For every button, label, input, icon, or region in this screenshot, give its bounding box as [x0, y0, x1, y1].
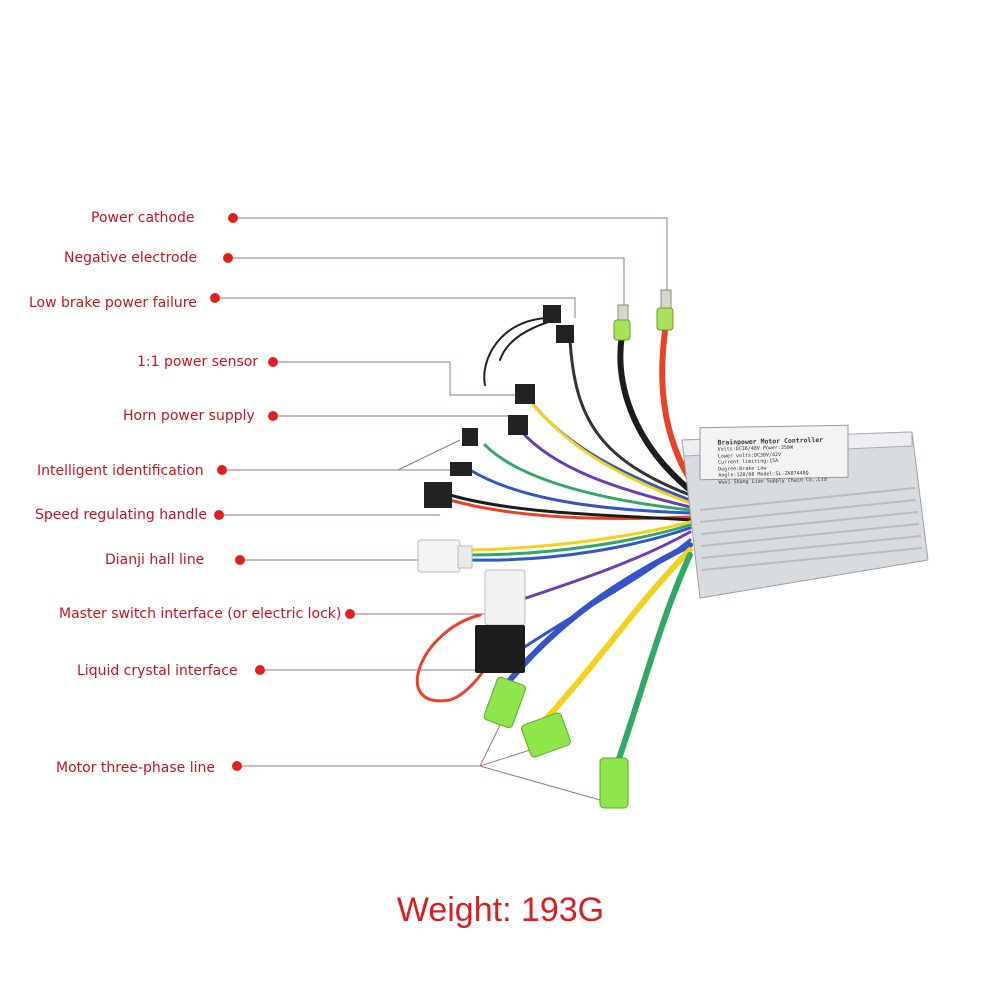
- wire-horn-purple: [518, 428, 692, 509]
- wire-black-negative: [617, 332, 693, 493]
- label-speed-regulating-handle: Speed regulating handle: [35, 507, 207, 523]
- wire-hall-blue: [468, 526, 692, 562]
- dot-lcd: [255, 665, 265, 675]
- lcd-connector: [475, 625, 525, 673]
- wire-sensor-yellow: [528, 398, 692, 505]
- wire-speed-black: [448, 493, 692, 522]
- spade-black: [617, 304, 629, 322]
- sensor-connector: [515, 384, 535, 404]
- label-dots: [210, 213, 355, 771]
- wire-bundle: [415, 307, 693, 773]
- label-master-switch-interface: Master switch interface (or electric loc…: [59, 606, 342, 622]
- dot-speed-handle: [214, 510, 224, 520]
- controller-housing: [681, 424, 929, 599]
- brake-connector-b: [556, 325, 574, 343]
- spade-red: [660, 289, 672, 309]
- label-power-sensor: 1:1 power sensor: [137, 354, 259, 370]
- dot-low-brake: [210, 293, 220, 303]
- sleeve-black: [613, 319, 631, 341]
- hall-connector: [417, 539, 461, 573]
- label-liquid-crystal-interface: Liquid crystal interface: [77, 663, 238, 679]
- sleeve-red: [656, 307, 674, 331]
- leader-low-brake: [215, 297, 576, 318]
- label-motor-three-phase-line: Motor three-phase line: [56, 760, 215, 776]
- dot-master-switch: [345, 609, 355, 619]
- connectors: [417, 289, 674, 809]
- id-connector-b: [450, 462, 472, 476]
- dot-horn: [268, 411, 278, 421]
- wire-hall-green: [468, 523, 692, 557]
- dot-hall-line: [235, 555, 245, 565]
- phase-connector-yellow: [521, 712, 571, 758]
- label-horn-power-supply: Horn power supply: [123, 408, 255, 424]
- wire-brake-a: [568, 338, 692, 497]
- dot-power-cathode: [228, 213, 238, 223]
- label-dianji-hall-line: Dianji hall line: [105, 552, 205, 568]
- dot-negative-electrode: [223, 253, 233, 263]
- leader-lines: [215, 217, 668, 801]
- housing-fins: [699, 487, 923, 571]
- leader-intelligent-id-branch: [397, 439, 461, 471]
- leader-power-sensor: [273, 361, 525, 396]
- dot-motor-phase: [232, 761, 242, 771]
- speed-connector: [424, 482, 452, 508]
- id-connector-a: [462, 428, 478, 446]
- wire-phase-yellow: [542, 547, 693, 723]
- housing-label-plate: [699, 424, 849, 481]
- dot-power-sensor: [268, 357, 278, 367]
- wire-phase-green: [612, 552, 693, 773]
- wire-id-blue: [468, 468, 692, 515]
- dot-intelligent-id: [217, 465, 227, 475]
- label-low-brake-power-failure: Low brake power failure: [29, 295, 197, 311]
- label-intelligent-identification: Intelligent identification: [37, 463, 204, 479]
- wire-hall-yellow: [468, 520, 692, 552]
- phase-connector-blue: [483, 676, 526, 729]
- leader-motor-phase-c: [479, 765, 601, 801]
- controller-label-text: Brainpower Motor Controller Volts:DC36/4…: [717, 435, 846, 485]
- leader-motor-phase-b: [479, 749, 531, 767]
- horn-connector: [508, 415, 528, 435]
- hall-connector-tip: [457, 545, 473, 569]
- brake-connector-a: [543, 305, 561, 323]
- leader-negative-electrode: [228, 257, 625, 310]
- leader-power-cathode: [233, 217, 668, 295]
- wire-switch-purple: [518, 530, 692, 602]
- wire-brake-b: [483, 317, 549, 386]
- label-power-cathode: Power cathode: [91, 210, 195, 226]
- weight-caption: Weight: 193G: [396, 891, 605, 929]
- wire-id-green: [483, 443, 692, 512]
- wire-phase-blue: [507, 542, 693, 683]
- wire-brake-c: [499, 319, 556, 361]
- label-negative-electrode: Negative electrode: [64, 250, 198, 266]
- switch-connector: [484, 569, 526, 626]
- phase-connector-green: [599, 757, 629, 809]
